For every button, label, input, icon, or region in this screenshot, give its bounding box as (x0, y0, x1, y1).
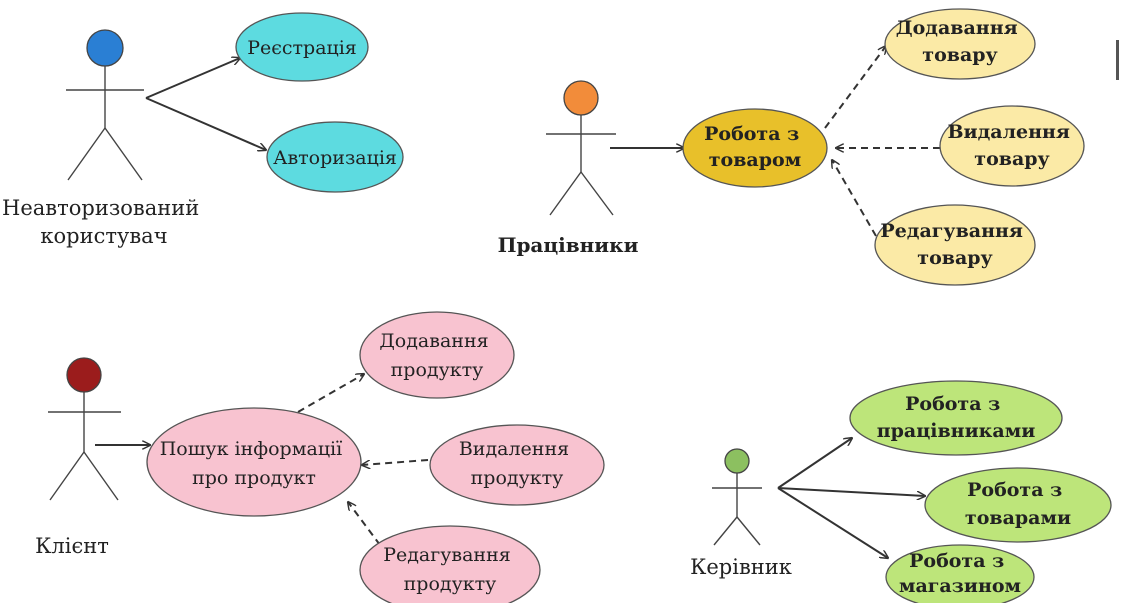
use-case-add-product[interactable]: Додавання товару (884, 8, 1036, 80)
use-case-label: Видалення (459, 438, 569, 460)
manager-actor-label: Керівник (690, 555, 792, 579)
use-case-work-with-product[interactable]: Робота з товаром (682, 108, 828, 188)
client-diagram: Клієнт Пошук інформації про продукт Дода… (35, 311, 605, 603)
use-case-label: Робота з (905, 393, 1000, 415)
use-case-label: Видалення (947, 121, 1069, 143)
use-case-work-with-employees[interactable]: Робота з працівниками (849, 380, 1063, 456)
edge-marker (1116, 40, 1119, 80)
use-case-label: Робота з (967, 479, 1062, 501)
use-case-label: магазином (899, 575, 1021, 597)
use-case-authorization[interactable]: Авторизація (266, 121, 404, 193)
use-case-label: Робота з (909, 550, 1004, 572)
guest-association-registration (145, 58, 240, 99)
use-case-label: товаром (709, 149, 801, 171)
use-case-search-product-info[interactable]: Пошук інформації про продукт (146, 407, 362, 517)
use-case-label: працівниками (877, 420, 1036, 442)
client-actor-head (66, 357, 102, 393)
svg-text:Робота з товарами: Робота з товарами (965, 479, 1071, 529)
manager-actor-label-line: Керівник (690, 555, 792, 579)
guest-actor (66, 29, 144, 181)
use-case-label: Додавання (379, 330, 488, 352)
use-case-delete-item[interactable]: Видалення продукту (429, 424, 605, 506)
guest-association-authorization (145, 97, 266, 150)
extend-add-item (297, 374, 364, 413)
use-case-label: Редагування (383, 544, 511, 566)
svg-text:Пошук інформації про п: Пошук інформації про продукт (160, 438, 349, 489)
manager-association-goods (777, 487, 925, 496)
extend-delete-item (362, 459, 429, 465)
guest-diagram: Неавторизований користувач Реєстрація Ав… (2, 12, 404, 248)
svg-text:Видалення товару: Видалення товару (947, 121, 1076, 170)
use-case-label: продукту (404, 573, 497, 595)
svg-text:Реєстрація: Реєстрація (247, 37, 357, 59)
extend-edit-product (832, 160, 877, 237)
extend-add-product (824, 46, 886, 129)
use-case-work-with-store[interactable]: Робота з магазином (885, 544, 1035, 603)
use-case-label: Редагування (880, 220, 1023, 242)
svg-text:Додавання товару: Додавання товару (896, 17, 1025, 66)
use-case-add-item[interactable]: Додавання продукту (359, 311, 515, 399)
manager-diagram: Керівник Робота з працівниками Робота з … (690, 380, 1112, 603)
use-case-edit-product[interactable]: Редагування товару (874, 204, 1036, 286)
guest-actor-label: Неавторизований користувач (2, 196, 206, 248)
svg-text:Робота з магазином: Робота з магазином (899, 550, 1021, 597)
manager-actor-head (724, 448, 750, 474)
svg-text:Видалення продукту: Видалення продукту (459, 438, 575, 489)
client-actor (48, 357, 121, 501)
manager-actor (712, 448, 762, 546)
manager-association-store (777, 487, 888, 558)
manager-association-employees (777, 438, 852, 489)
employees-actor-head (563, 80, 599, 116)
svg-text:Додавання продукту: Додавання продукту (379, 330, 494, 381)
svg-text:Редагування продукту: Редагування продукту (383, 544, 517, 595)
use-case-registration[interactable]: Реєстрація (235, 12, 369, 82)
use-case-label: Робота з (704, 123, 799, 145)
use-case-label: Пошук інформації (160, 438, 342, 460)
guest-actor-head (86, 29, 124, 67)
client-actor-label-line: Клієнт (35, 534, 109, 558)
use-case-label: Додавання (896, 17, 1018, 39)
use-case-label: про продукт (192, 467, 316, 489)
client-actor-label: Клієнт (35, 534, 109, 558)
use-case-label: товару (917, 247, 992, 269)
use-case-label: Авторизація (273, 147, 397, 169)
extend-edit-item (348, 502, 381, 546)
use-case-label: товарами (965, 507, 1071, 529)
guest-actor-label-line: користувач (40, 224, 167, 248)
svg-text:Редагування товару: Редагування товару (880, 220, 1029, 269)
use-case-work-with-goods[interactable]: Робота з товарами (924, 467, 1112, 543)
use-case-label: Реєстрація (247, 37, 357, 59)
guest-actor-label-line: Неавторизований (2, 196, 199, 220)
svg-text:Авторизація: Авторизація (273, 147, 397, 169)
use-case-label: товару (922, 44, 997, 66)
employees-actor (546, 80, 616, 216)
use-case-label: продукту (391, 359, 484, 381)
use-case-label: товару (974, 148, 1049, 170)
employees-actor-label-line: Працівники (498, 233, 639, 257)
use-case-label: продукту (471, 467, 564, 489)
employees-actor-label: Працівники (498, 233, 639, 257)
use-case-edit-item[interactable]: Редагування продукту (359, 525, 541, 603)
svg-text:Робота з товаром: Робота з товаром (704, 123, 806, 171)
employees-diagram: Працівники Робота з товаром Додавання то… (498, 8, 1085, 286)
svg-text:Робота з працівниками: Робота з працівниками (877, 393, 1036, 442)
use-case-delete-product[interactable]: Видалення товару (939, 105, 1085, 187)
